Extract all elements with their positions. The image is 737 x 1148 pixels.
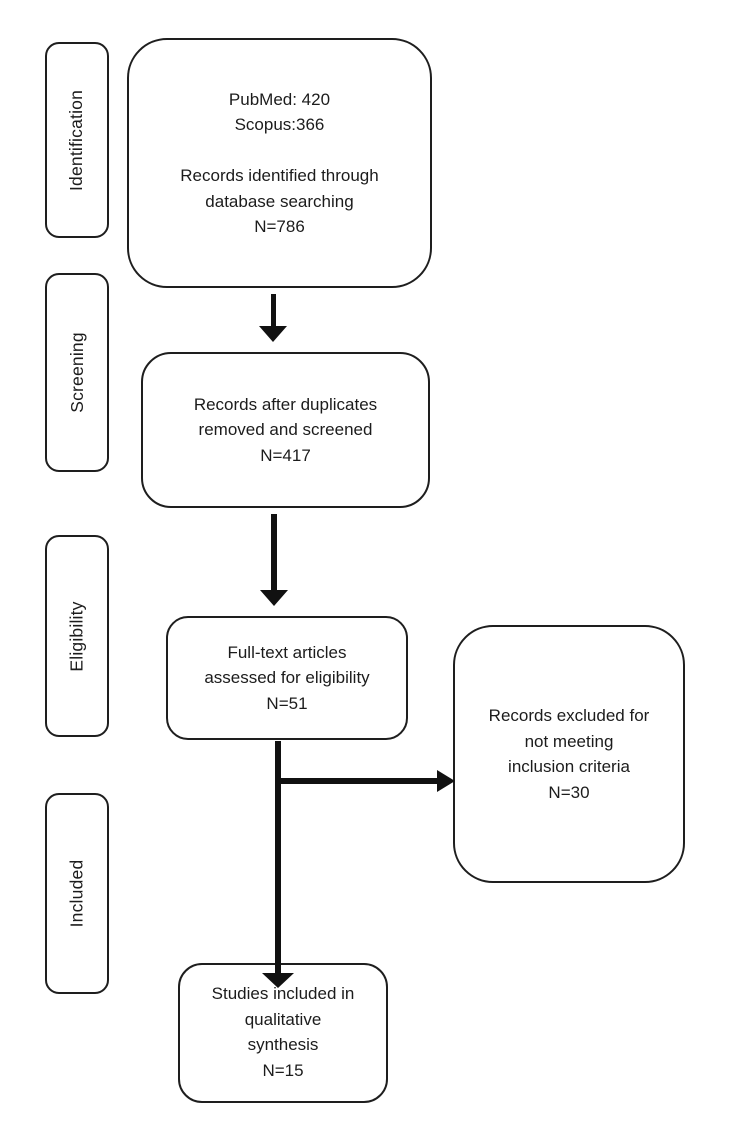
stage-label-screening: Screening (45, 273, 109, 472)
box-records-excluded-text: Records excluded for not meeting inclusi… (488, 706, 650, 802)
arrow-eligible-to-included-shaft (275, 741, 281, 974)
arrow-screened-to-eligible-head-icon (260, 590, 288, 606)
box-records-identified-text: PubMed: 420 Scopus:366 Records identifie… (180, 89, 379, 237)
box-records-excluded: Records excluded for not meeting inclusi… (453, 625, 685, 883)
stage-label-identification: Identification (45, 42, 109, 238)
box-records-screened: Records after duplicates removed and scr… (141, 352, 430, 508)
arrow-eligible-to-included-head-icon (262, 973, 294, 988)
arrow-branch-to-excluded-head-icon (437, 770, 455, 792)
stage-label-identification-text: Identification (66, 89, 87, 191)
stage-label-included: Included (45, 793, 109, 994)
stage-label-screening-text: Screening (66, 332, 87, 413)
arrow-screened-to-eligible-shaft (271, 514, 277, 591)
arrow-identified-to-screened-shaft (271, 294, 276, 327)
stage-label-eligibility-text: Eligibility (66, 600, 87, 672)
box-studies-included-text: Studies included in qualitative synthesi… (211, 984, 355, 1080)
stage-label-included-text: Included (66, 859, 87, 928)
arrow-identified-to-screened-head-icon (259, 326, 287, 342)
box-fulltext-assessed-text: Full-text articles assessed for eligibil… (204, 642, 370, 713)
box-fulltext-assessed: Full-text articles assessed for eligibil… (166, 616, 408, 740)
box-records-identified: PubMed: 420 Scopus:366 Records identifie… (127, 38, 432, 288)
box-records-screened-text: Records after duplicates removed and scr… (193, 394, 378, 465)
stage-label-eligibility: Eligibility (45, 535, 109, 737)
arrow-branch-to-excluded-shaft (275, 778, 438, 784)
